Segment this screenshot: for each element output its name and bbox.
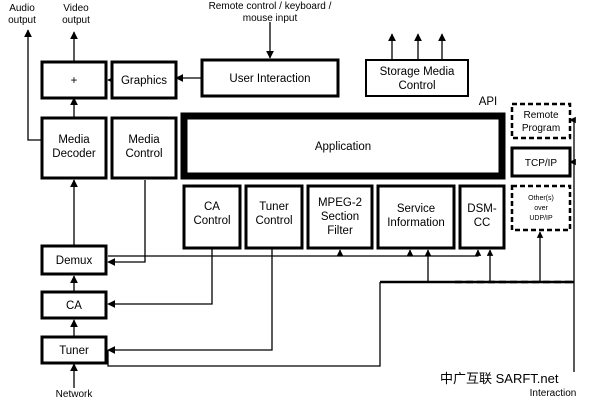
remote-program-block: Remote Program xyxy=(510,102,572,140)
plus-label: + xyxy=(71,75,78,87)
audio-output-label-1: Audio xyxy=(9,3,35,14)
ca-control-to-ca-arrow xyxy=(107,248,213,308)
tcpip-label: TCP/IP xyxy=(525,158,558,169)
storage-label-1: Storage Media xyxy=(380,66,455,78)
user-interaction-label: User Interaction xyxy=(229,73,310,85)
mpeg-label-1: MPEG-2 xyxy=(318,197,362,209)
media-decoder-label-2: Decoder xyxy=(52,148,96,160)
user-interaction-block: User Interaction xyxy=(200,58,340,98)
ca-label: CA xyxy=(66,300,82,312)
connectors xyxy=(24,22,576,388)
mpeg-label-3: Filter xyxy=(327,225,353,237)
demux-label: Demux xyxy=(56,255,93,267)
media-control-to-demux-arrow xyxy=(107,180,146,266)
network-label: Network xyxy=(56,389,94,400)
media-control-label-1: Media xyxy=(128,134,160,146)
storage-media-control-block: Storage Media Control xyxy=(365,59,469,97)
ca-control-block: CA Control xyxy=(182,184,242,250)
tuner-control-label-2: Control xyxy=(255,215,292,227)
bus-to-dsmcc-arrow xyxy=(410,249,482,257)
others-label-1: Other(s) xyxy=(528,195,554,202)
tuner-label: Tuner xyxy=(59,345,89,357)
demux-block: Demux xyxy=(40,244,108,276)
media-decoder-block: Media Decoder xyxy=(40,116,108,180)
service-information-block: Service Information xyxy=(376,184,456,250)
interaction-to-remote-program-arrow xyxy=(569,116,576,282)
service-label-1: Service xyxy=(397,203,435,215)
others-label-3: UDP/IP xyxy=(529,215,553,222)
graphics-label: Graphics xyxy=(121,75,167,87)
dsmcc-block: DSM- CC xyxy=(458,184,506,250)
application-label: Application xyxy=(315,141,371,153)
media-control-label-2: Control xyxy=(125,148,162,160)
remote-program-label-2: Program xyxy=(522,123,560,134)
ca-control-label-2: Control xyxy=(193,215,230,227)
graphics-block: Graphics xyxy=(110,60,178,100)
remote-input-label-2: mouse input xyxy=(243,13,298,24)
remote-input-label-1: Remote control / keyboard / xyxy=(209,1,332,12)
plus-block: + xyxy=(40,60,108,100)
application-block: Application xyxy=(180,112,506,180)
network-to-bus-line xyxy=(107,282,381,367)
bus-to-si-arrow xyxy=(340,249,414,257)
audio-output-arrow xyxy=(24,29,42,141)
tuner-control-block: Tuner Control xyxy=(244,184,304,250)
video-output-label-2: output xyxy=(62,15,90,26)
interaction-label: Interaction xyxy=(530,388,577,399)
audio-output-label-2: output xyxy=(8,15,36,26)
media-control-block: Media Control xyxy=(110,116,178,180)
dsmcc-label-2: CC xyxy=(474,217,491,229)
others-label-2: over xyxy=(534,205,548,212)
video-output-label-1: Video xyxy=(63,3,89,14)
storage-label-2: Control xyxy=(398,80,435,92)
ca-block: CA xyxy=(40,290,108,320)
api-label: API xyxy=(479,96,498,108)
demux-to-section-filter-arrow xyxy=(108,249,344,257)
others-over-udp-block: Other(s) over UDP/IP xyxy=(510,184,572,232)
service-label-2: Information xyxy=(387,217,445,229)
tuner-control-to-tuner-arrow xyxy=(107,248,273,354)
media-decoder-label-1: Media xyxy=(58,134,90,146)
mpeg-label-2: Section xyxy=(321,211,359,223)
tcpip-block: TCP/IP xyxy=(510,146,572,178)
remote-program-label-1: Remote xyxy=(523,110,558,121)
watermark: 中广互联 SARFT.net xyxy=(440,371,559,386)
tuner-block: Tuner xyxy=(40,335,108,365)
dsmcc-label-1: DSM- xyxy=(467,203,497,215)
mpeg2-section-filter-block: MPEG-2 Section Filter xyxy=(306,184,374,250)
tuner-control-label-1: Tuner xyxy=(259,201,289,213)
ca-control-label-1: CA xyxy=(204,201,220,213)
